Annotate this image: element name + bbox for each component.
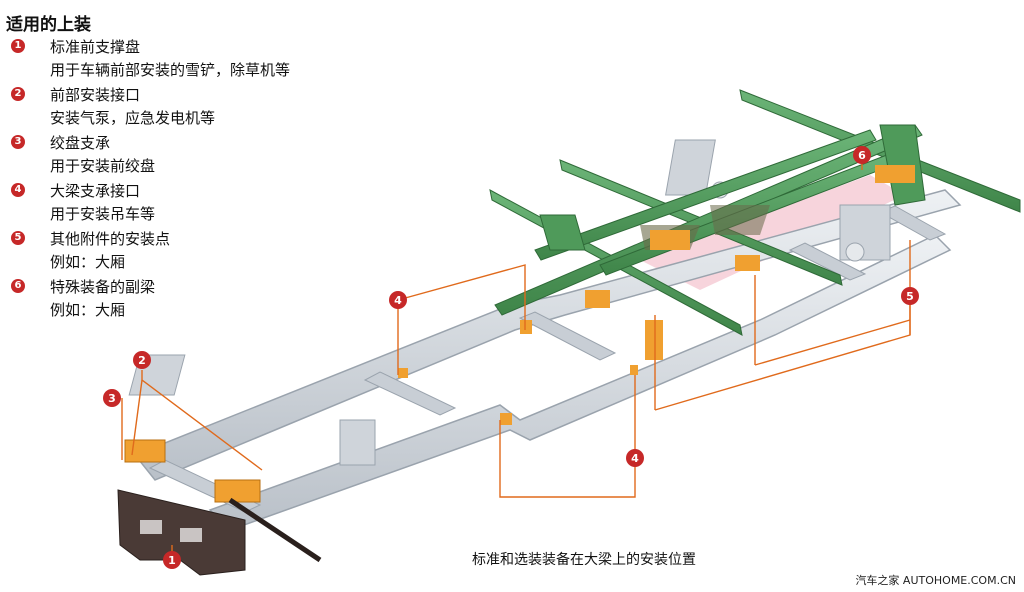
legend-item-title: 标准前支撑盘 <box>50 38 141 56</box>
mount-points <box>124 165 915 503</box>
legend-item-2: 2 前部安装接口 安装气泵，应急发电机等 <box>8 84 408 130</box>
legend-title: 适用的上装 <box>6 15 91 35</box>
number-badge: 3 <box>11 135 25 149</box>
diagram-caption: 标准和选装装备在大梁上的安装位置 <box>472 552 696 568</box>
number-badge: 6 <box>11 279 25 293</box>
chassis-frame <box>128 139 962 531</box>
legend-item-6: 6 特殊装备的副梁 例如：大厢 <box>8 276 408 322</box>
legend-item-title: 大梁支承接口 <box>50 182 141 200</box>
legend-item-desc: 用于车辆前部安装的雪铲，除草机等 <box>50 61 291 79</box>
legend-item-4: 4 大梁支承接口 用于安装吊车等 <box>8 180 408 226</box>
svg-text:2: 2 <box>138 354 146 367</box>
number-badge: 4 <box>11 183 25 197</box>
number-badge: 5 <box>11 231 25 245</box>
callouts: 1 2 3 4 4 5 6 <box>103 146 919 569</box>
number-badge: 1 <box>11 39 25 53</box>
callout-2: 2 <box>133 351 151 369</box>
legend-item-title: 前部安装接口 <box>50 86 141 104</box>
legend-item-desc: 用于安装吊车等 <box>50 205 156 223</box>
legend: 1 标准前支撑盘 用于车辆前部安装的雪铲，除草机等 2 前部安装接口 安装气泵，… <box>8 36 408 324</box>
legend-item-title: 其他附件的安装点 <box>50 230 171 248</box>
legend-item-desc: 安装气泵，应急发电机等 <box>50 109 216 127</box>
watermark: 汽车之家 AUTOHOME.COM.CN <box>855 574 1016 587</box>
legend-item-title: 特殊装备的副梁 <box>50 278 156 296</box>
legend-item-desc: 例如：大厢 <box>50 253 126 271</box>
callout-6: 6 <box>853 146 871 164</box>
svg-text:5: 5 <box>906 290 914 303</box>
callout-5: 5 <box>901 287 919 305</box>
legend-item-title: 绞盘支承 <box>50 134 111 152</box>
svg-text:1: 1 <box>168 554 176 567</box>
legend-item-desc: 用于安装前绞盘 <box>50 157 156 175</box>
legend-item-desc: 例如：大厢 <box>50 301 126 319</box>
callout-4-lower: 4 <box>626 449 644 467</box>
legend-item-5: 5 其他附件的安装点 例如：大厢 <box>8 228 408 274</box>
legend-item-1: 1 标准前支撑盘 用于车辆前部安装的雪铲，除草机等 <box>8 36 408 82</box>
callout-1: 1 <box>163 551 181 569</box>
callout-3: 3 <box>103 389 121 407</box>
svg-text:3: 3 <box>108 392 116 405</box>
svg-text:4: 4 <box>631 452 639 465</box>
legend-item-3: 3 绞盘支承 用于安装前绞盘 <box>8 132 408 178</box>
callout-4-upper: 4 <box>389 291 407 309</box>
front-support-bracket <box>117 489 322 576</box>
number-badge: 2 <box>11 87 25 101</box>
svg-text:6: 6 <box>858 149 866 162</box>
leader-lines <box>121 155 911 560</box>
svg-text:4: 4 <box>394 294 402 307</box>
